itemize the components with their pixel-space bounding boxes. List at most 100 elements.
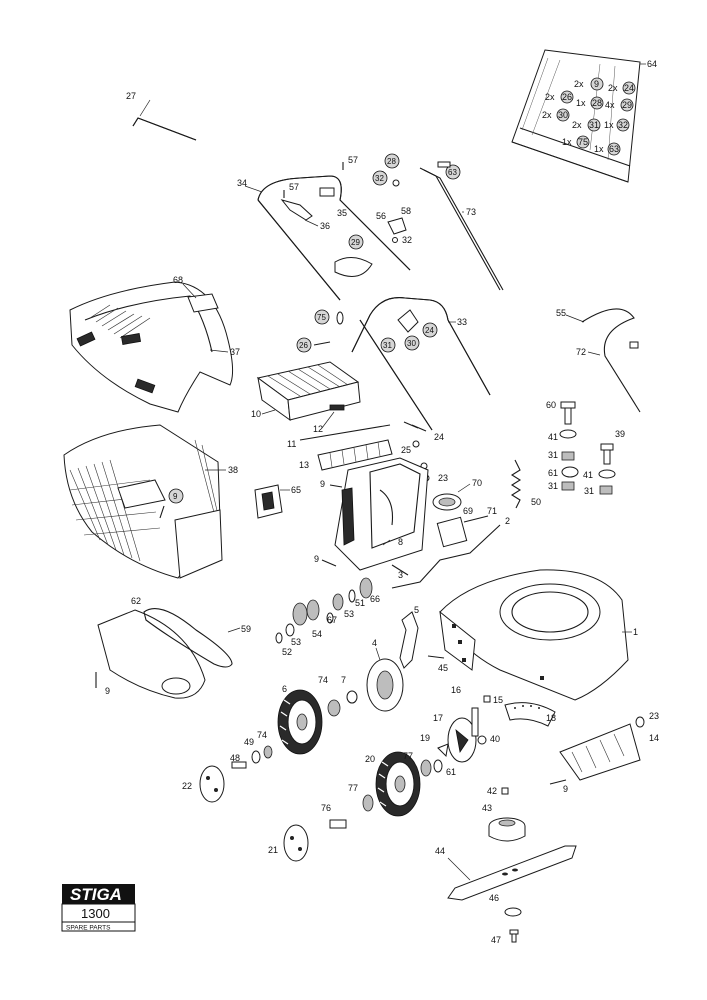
part-59-belt: 59 [143, 608, 251, 668]
logo-caption: SPARE PARTS [66, 925, 111, 932]
label-34: 34 [237, 178, 247, 188]
part-50-spring: 50 [510, 459, 541, 509]
kit-part: 28 [592, 98, 602, 108]
label-41: 41 [548, 432, 558, 442]
circled-30-label: 30 [407, 339, 416, 348]
label-3: 3 [398, 570, 403, 580]
kit-qty: 4x [605, 100, 615, 110]
part-38-grass-catcher: 38 9 [63, 424, 238, 579]
blade-assembly: 42 43 44 46 47 [435, 786, 577, 945]
small-parts-28-32-63: 28 32 63 [372, 153, 461, 187]
label-49: 49 [244, 737, 254, 747]
part-2-axle: 2 [391, 516, 510, 589]
kit-qty: 2x [572, 120, 582, 130]
label-61: 61 [446, 767, 456, 777]
label-23: 23 [438, 473, 448, 483]
part-33-lower-handle: 33 [351, 297, 491, 431]
label-76: 76 [321, 803, 331, 813]
label-4: 4 [372, 638, 377, 648]
circled-32 [372, 170, 388, 186]
label-58: 58 [401, 206, 411, 216]
part-20-front-wheel: 20 [365, 751, 421, 817]
label-22: 22 [182, 781, 192, 791]
label-43: 43 [482, 803, 492, 813]
part-8-motor-housing: 8 [334, 457, 429, 571]
circled-28-label: 28 [387, 157, 396, 166]
label-55: 55 [556, 308, 566, 318]
label-2: 2 [505, 516, 510, 526]
label-62: 62 [131, 596, 141, 606]
label-52: 52 [282, 647, 292, 657]
label-51: 51 [355, 598, 365, 608]
part-18-scale: 18 [504, 702, 556, 727]
circled-28 [384, 153, 400, 169]
part-13-connector: 13 [299, 439, 393, 471]
part-4-hubcap: 4 [366, 638, 404, 712]
label-33: 33 [457, 317, 467, 327]
part-57-screw: 57 57 [283, 155, 358, 198]
part-11-rod: 11 [287, 424, 391, 449]
label-8: 8 [398, 537, 403, 547]
label-18: 18 [546, 713, 556, 723]
kit-part: 24 [624, 83, 634, 93]
label-53: 53 [344, 609, 354, 619]
label-23: 23 [649, 711, 659, 721]
label-9: 9 [563, 784, 568, 794]
part-14-rear-flap: 14 23 9 [549, 711, 659, 794]
kit-part: 31 [589, 120, 599, 130]
label-56: 56 [376, 211, 386, 221]
label-59: 59 [241, 624, 251, 634]
label-46: 46 [489, 893, 499, 903]
kit-part: 30 [558, 110, 568, 120]
circled-24-label: 24 [425, 326, 434, 335]
label-12: 12 [313, 424, 323, 434]
label-44: 44 [435, 846, 445, 856]
circled-29-label: 29 [351, 238, 360, 247]
part-9-screws: 9 9 [314, 479, 343, 567]
label-64: 64 [647, 59, 657, 69]
handle-knobs-24-30-31: 24 30 31 75 26 [296, 309, 438, 353]
label-39: 39 [615, 429, 625, 439]
kit-qty: 2x [608, 83, 618, 93]
part-65-bracket: 65 [254, 484, 301, 519]
label-13: 13 [299, 460, 309, 470]
circled-63-label: 63 [448, 168, 457, 177]
label-57: 57 [289, 182, 299, 192]
label-42: 42 [487, 786, 497, 796]
drive-gears: 54 53 52 53 51 66 67 [275, 577, 380, 657]
label-73: 73 [466, 207, 476, 217]
kit-part: 32 [618, 120, 628, 130]
part-5-height-lever: 5 45 [399, 605, 448, 673]
kit-qty: 1x [594, 144, 604, 154]
label-48: 48 [230, 753, 240, 763]
label-70: 70 [472, 478, 482, 488]
label-37: 37 [230, 347, 240, 357]
label-54: 54 [312, 629, 322, 639]
logo-model: 1300 [81, 906, 110, 921]
label-66: 66 [370, 594, 380, 604]
kit-qty: 1x [576, 98, 586, 108]
label-14: 14 [649, 733, 659, 743]
part-6-rear-wheel: 6 [277, 684, 323, 755]
label-77: 77 [348, 783, 358, 793]
kit-qty: 2x [545, 92, 555, 102]
label-5: 5 [414, 605, 419, 615]
label-10: 10 [251, 409, 261, 419]
part-7-washer: 7 74 [318, 675, 358, 717]
label-31: 31 [584, 486, 594, 496]
part-62-belt-guard: 62 [97, 596, 206, 699]
kit-part: 26 [562, 92, 572, 102]
part-24-25-screws: 24 25 23 [401, 421, 448, 483]
circled-26-label: 26 [299, 341, 308, 350]
label-9: 9 [105, 686, 110, 696]
label-31: 31 [548, 450, 558, 460]
kit-qty: 2x [574, 79, 584, 89]
label-6: 6 [282, 684, 287, 694]
part-68-label: 68 [173, 275, 219, 313]
label-16: 16 [451, 685, 461, 695]
part-56-58-cable-clip: 56 58 32 [376, 206, 412, 245]
label-19: 19 [420, 733, 430, 743]
label-53: 53 [291, 637, 301, 647]
label-9: 9 [314, 554, 319, 564]
